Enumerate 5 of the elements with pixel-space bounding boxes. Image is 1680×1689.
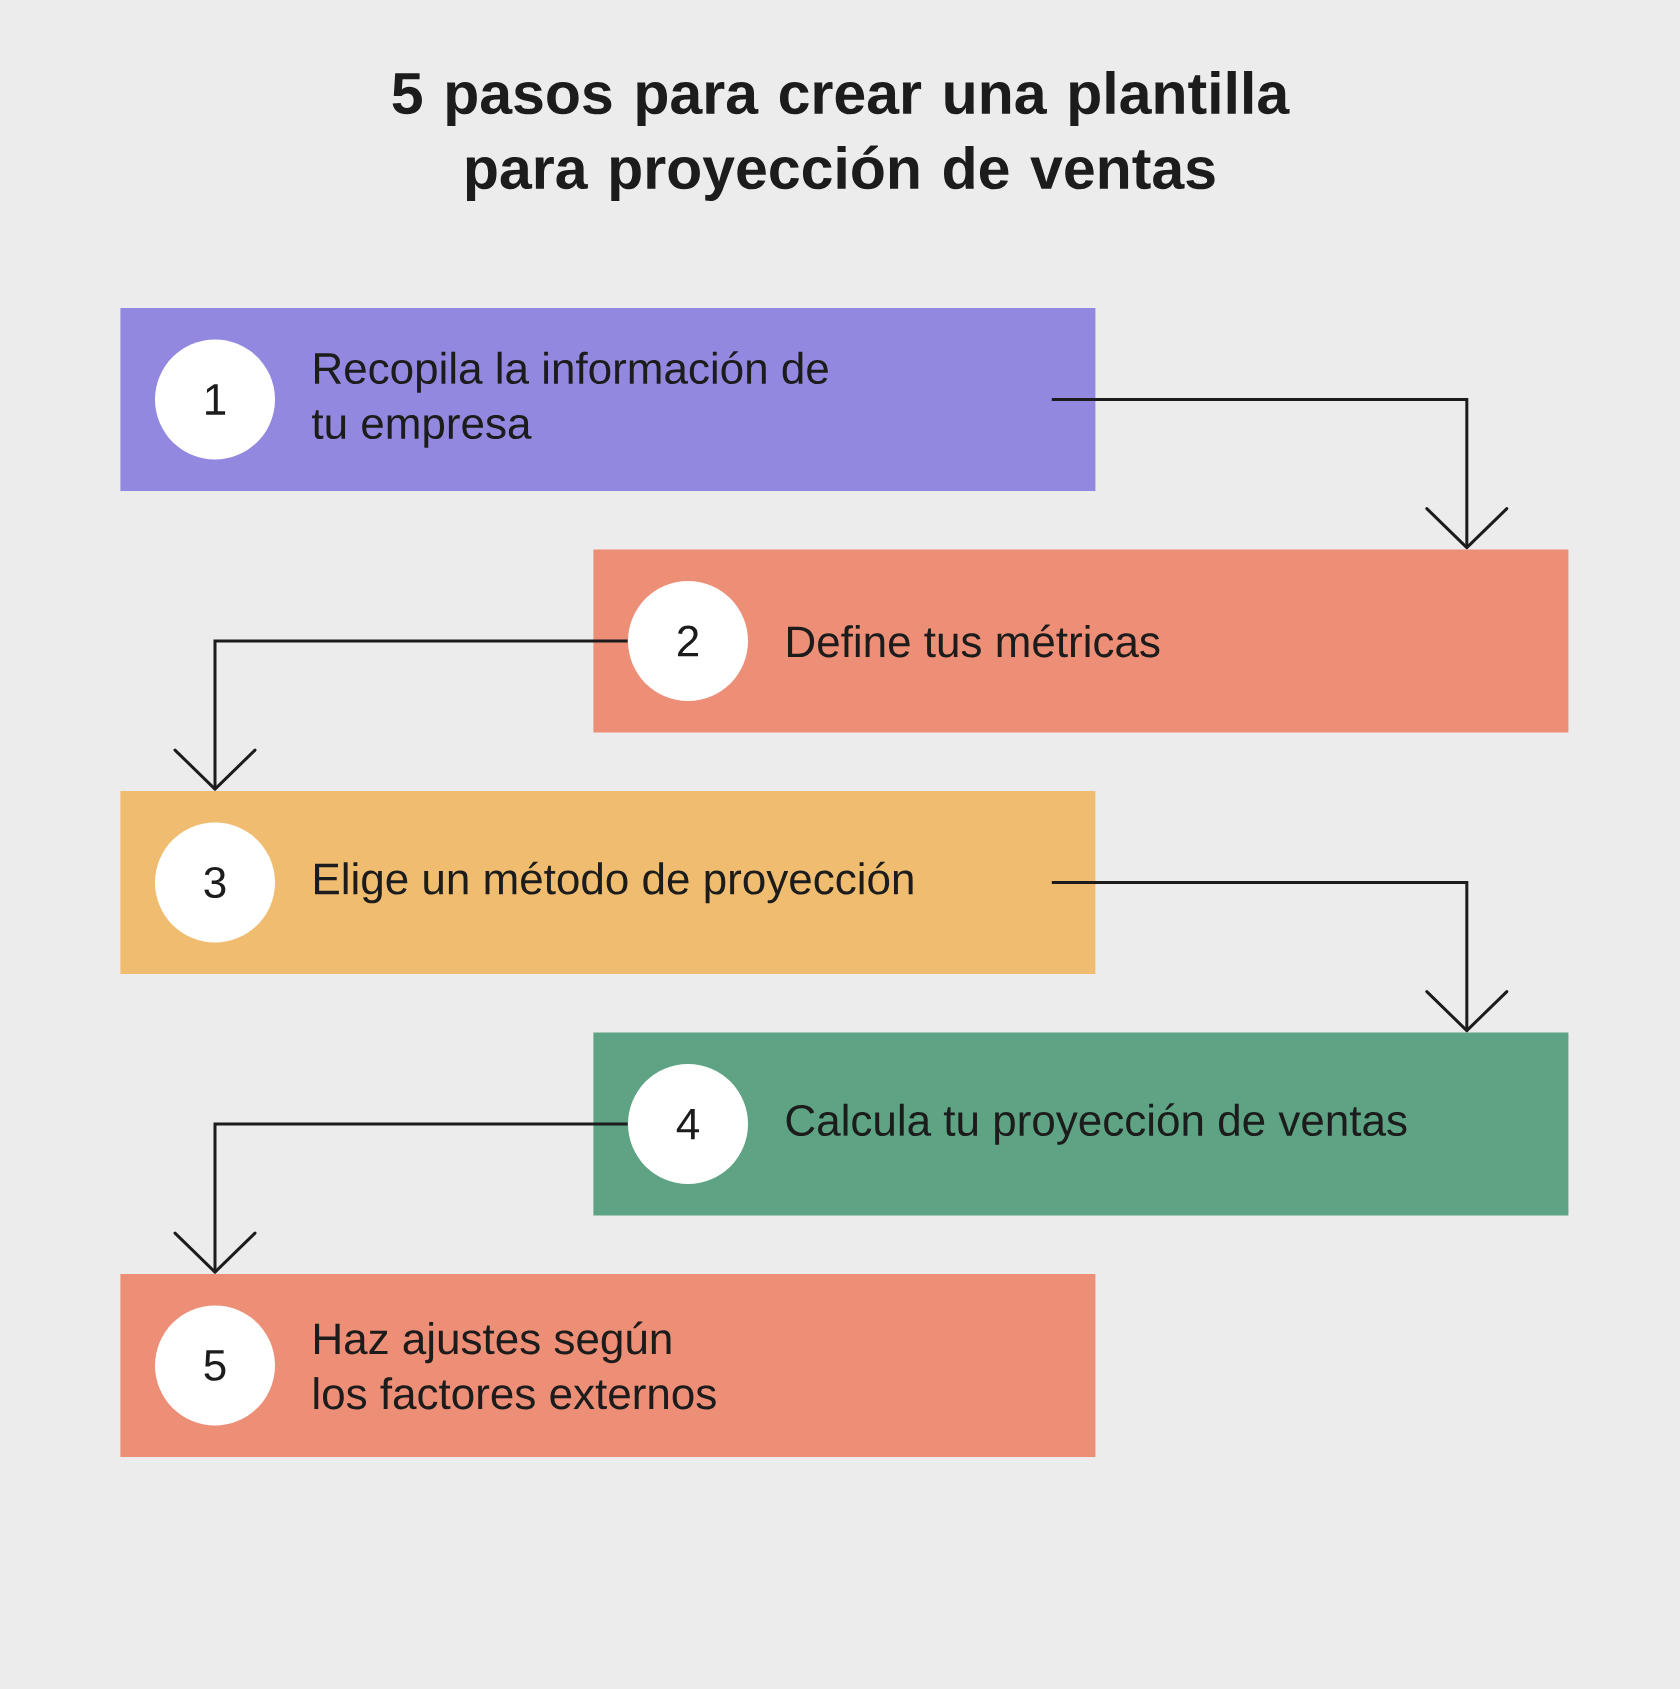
- arrow: [173, 639, 628, 791]
- title: 5 pasos para crear una plantilla para proyección de ventas: [392, 71, 1290, 201]
- arrow: [1051, 398, 1509, 550]
- arrow: [173, 1122, 628, 1274]
- arrow: [1051, 881, 1509, 1033]
